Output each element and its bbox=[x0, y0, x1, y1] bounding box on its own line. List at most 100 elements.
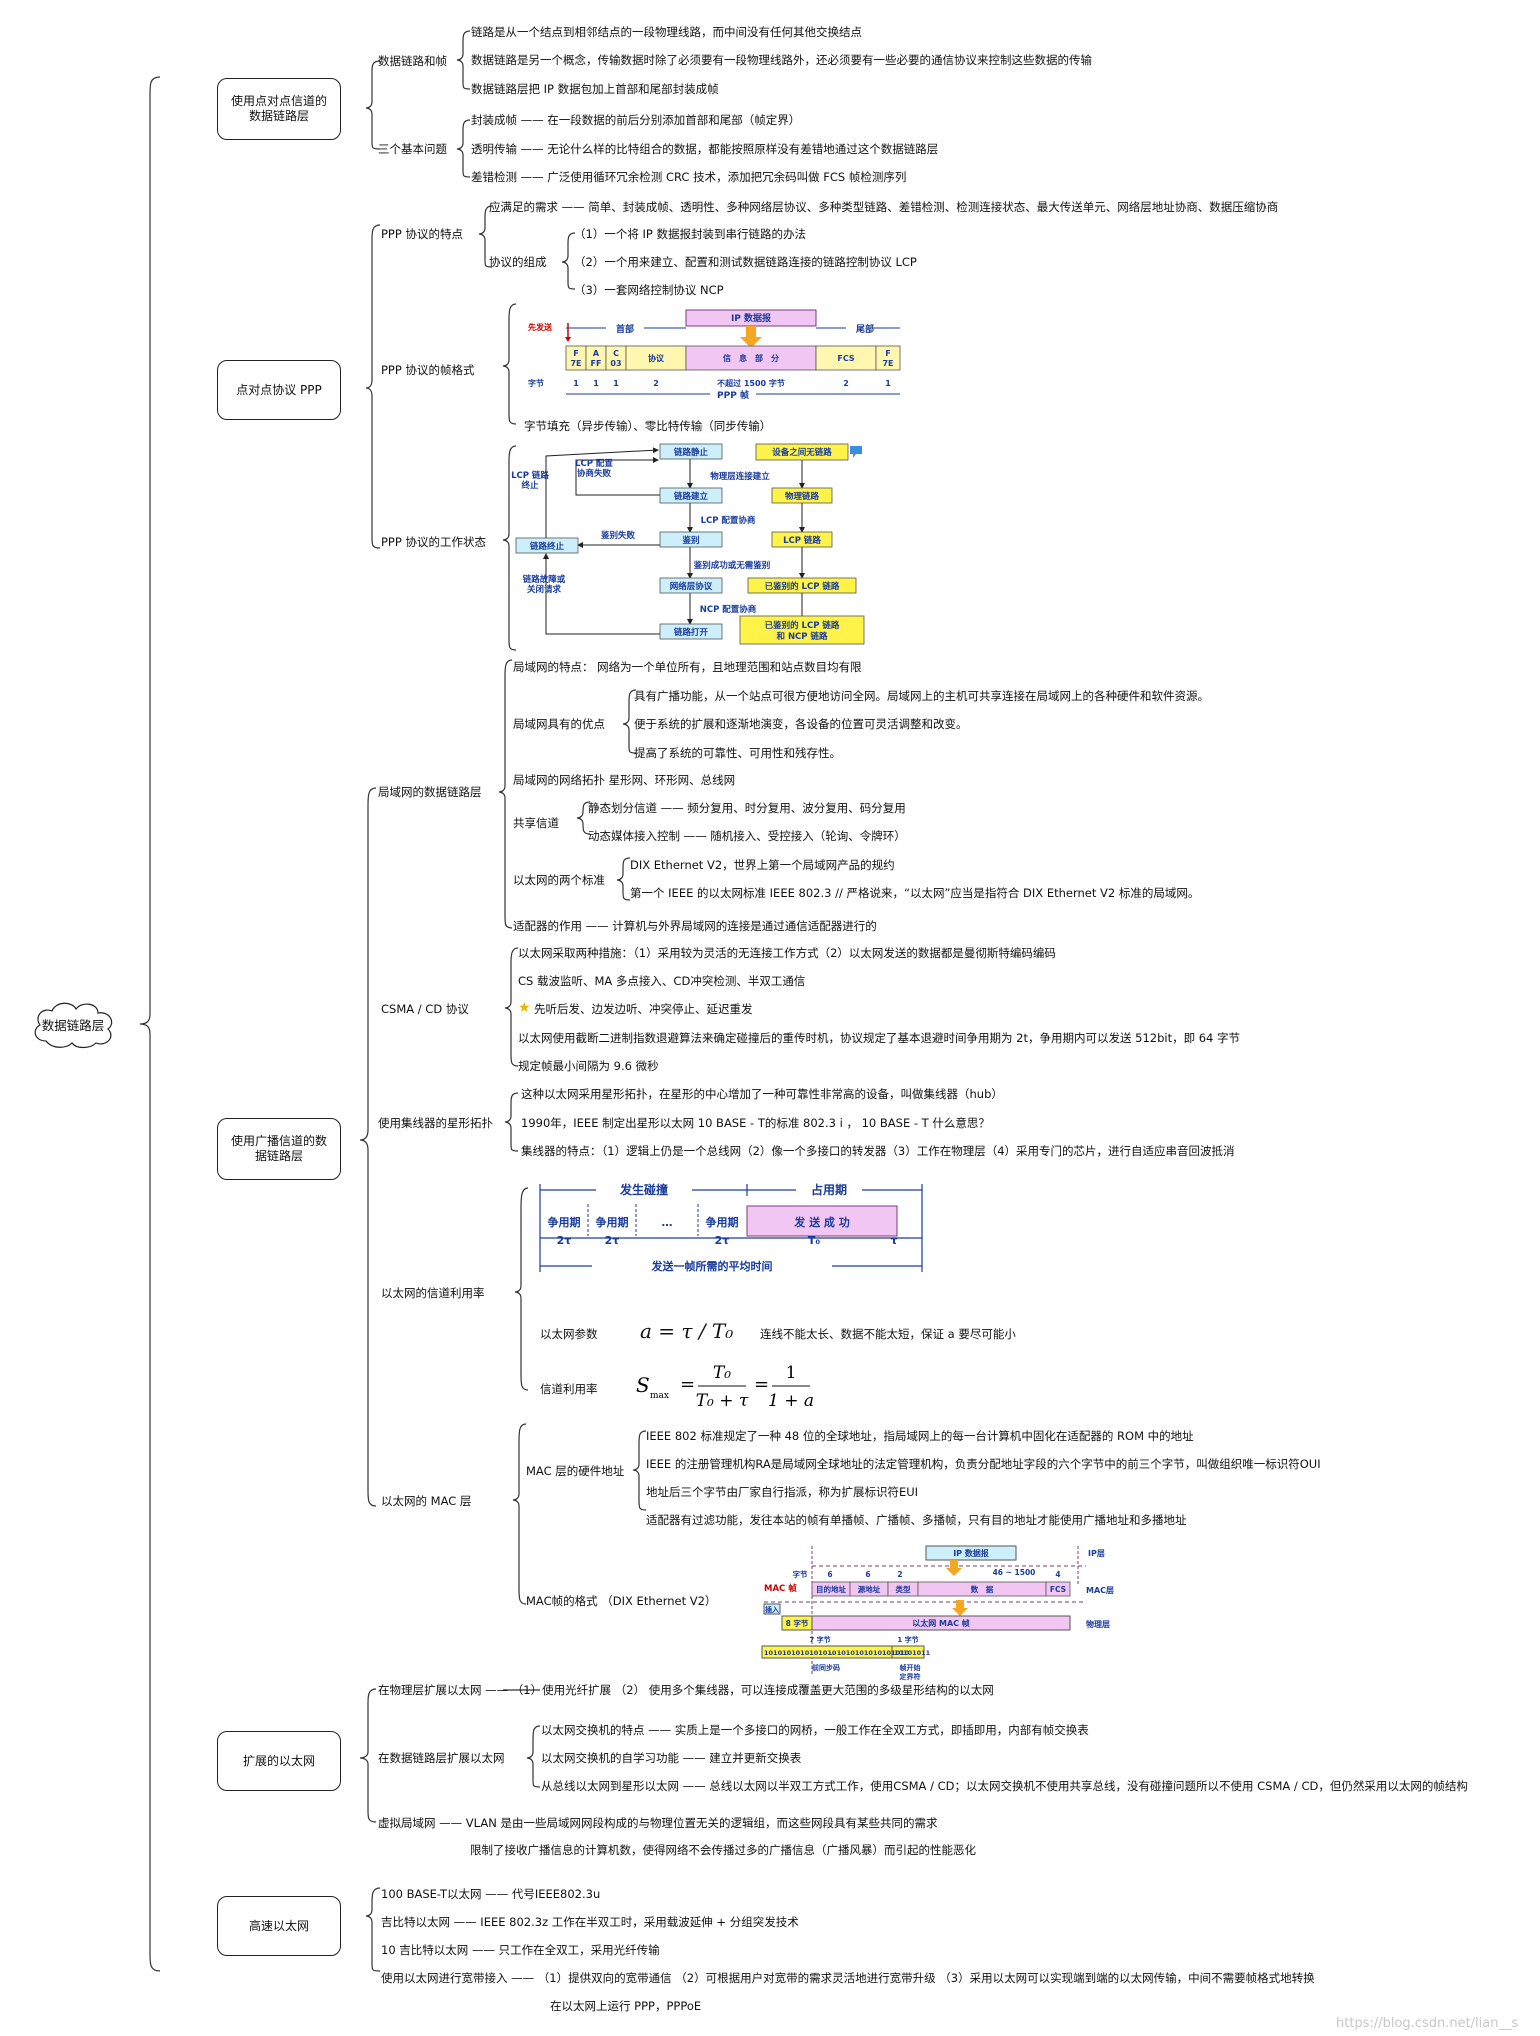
two-tau-3: 2τ bbox=[715, 1234, 730, 1247]
bytes-c: 1 bbox=[613, 379, 619, 388]
label-lcp-config: LCP 配置协商 bbox=[701, 515, 756, 526]
bits-preamble-1: 1010101010101010 bbox=[764, 1649, 837, 1657]
branch-ppp-frame-format[interactable]: PPP 协议的帧格式 bbox=[381, 363, 475, 377]
leaf-adapter: 适配器的作用 —— 计算机与外界局域网的连接是通过通信适配器进行的 bbox=[513, 919, 877, 933]
ip-datagram-label: IP 数据报 bbox=[731, 312, 771, 324]
label-ncp-config: NCP 配置协商 bbox=[700, 604, 757, 615]
branch-two-standards[interactable]: 以太网的两个标准 bbox=[513, 873, 605, 887]
section-extended-ethernet[interactable]: 扩展的以太网 bbox=[217, 1731, 341, 1791]
leaf-dynamic-access: 动态媒体接入控制 —— 随机接入、受控接入（轮询、令牌环） bbox=[588, 829, 906, 843]
leaf-csma-4: 以太网使用截断二进制指数退避算法来确定碰撞后的重传时机，协议规定了基本退避时间争… bbox=[518, 1031, 1241, 1045]
state-link-static: 链路静止 bbox=[674, 447, 709, 458]
section-title: 点对点协议 PPP bbox=[236, 382, 322, 397]
leaf-gigabit: 吉比特以太网 —— IEEE 802.3z 工作在半双工时，采用载波延伸 + 分… bbox=[381, 1915, 799, 1929]
leaf-lan-features: 局域网的特点： 网络为一个单位所有，且地理范围和站点数目均有限 bbox=[513, 660, 862, 674]
leaf-frame-encap: 数据链路层把 IP 数据包加上首部和尾部封装成帧 bbox=[471, 82, 719, 96]
leaf-hub-1: 这种以太网采用星形拓扑，在星形的中心增加了一种可靠性非常高的设备，叫做集线器（h… bbox=[521, 1087, 1003, 1101]
section-high-speed-ethernet[interactable]: 高速以太网 bbox=[217, 1896, 341, 1956]
svg-text:S: S bbox=[636, 1373, 650, 1397]
state-link-terminate: 链路终止 bbox=[530, 541, 565, 552]
leaf-adv-1: 具有广播功能，从一个站点可很方便地访问全网。局域网上的主机可共享连接在局域网上的… bbox=[634, 689, 1209, 703]
state-no-link: 设备之间无链路 bbox=[772, 447, 832, 458]
branch-mac-frame-format[interactable]: MAC帧的格式 （DIX Ethernet V2） bbox=[526, 1594, 717, 1608]
ppp-state-diagram: 链路静止 链路建立 鉴别 网络层协议 链路打开 链路终止 设备之间无链路 物理链… bbox=[511, 443, 865, 645]
leaf-broadband: 使用以太网进行宽带接入 —— （1）提供双向的宽带通信 （2）可根据用户对宽带的… bbox=[381, 1971, 1315, 1985]
leaf-adv-3: 提高了系统的可靠性、可用性和残存性。 bbox=[634, 746, 841, 760]
seven-bytes: 7 字节 bbox=[809, 1635, 830, 1644]
bytes-f2: 1 bbox=[885, 379, 891, 388]
state-lcp-link: LCP 链路 bbox=[783, 535, 821, 546]
t0-label: T₀ bbox=[808, 1234, 821, 1247]
star-icon: ★ bbox=[518, 1000, 531, 1016]
section-title: 扩展的以太网 bbox=[242, 1753, 315, 1768]
two-tau-2: 2τ bbox=[605, 1234, 620, 1247]
branch-data-link-frame[interactable]: 数据链路和帧 bbox=[378, 54, 447, 68]
leaf-link-def: 链路是从一个结点到相邻结点的一段物理线路，而中间没有任何其他交换结点 bbox=[471, 25, 862, 39]
svg-text:max: max bbox=[650, 1391, 669, 1401]
branch-csma-cd[interactable]: CSMA / CD 协议 bbox=[381, 1002, 469, 1016]
branch-lan-advantages[interactable]: 局域网具有的优点 bbox=[513, 717, 605, 731]
branch-channel-util[interactable]: 以太网的信道利用率 bbox=[381, 1286, 485, 1300]
leaf-hw-3: 地址后三个字节由厂家自行指派，称为扩展标识符EUI bbox=[646, 1485, 919, 1499]
two-tau-1: 2τ bbox=[557, 1234, 572, 1247]
contend-1: 争用期 bbox=[548, 1215, 581, 1229]
branch-hub-star[interactable]: 使用集线器的星形拓扑 bbox=[378, 1116, 493, 1130]
leaf-vlan-2: 限制了接收广播信息的计算机数，使得网络不会传播过多的广播信息（广播风暴）而引起的… bbox=[470, 1843, 976, 1857]
data-field: 数 据 bbox=[971, 1584, 994, 1594]
root-node[interactable]: 数据链路层 bbox=[28, 997, 118, 1051]
header-label: 首部 bbox=[616, 323, 634, 335]
formula-a: a = τ / T₀ bbox=[640, 1319, 734, 1343]
branch-ppp-states[interactable]: PPP 协议的工作状态 bbox=[381, 535, 486, 549]
leaf-dix: DIX Ethernet V2，世界上第一个局域网产品的规约 bbox=[630, 858, 895, 872]
leaf-hub-2: 1990年，IEEE 制定出星形以太网 10 BASE - T的标准 802.3… bbox=[521, 1116, 990, 1130]
leaf-pppoe: 在以太网上运行 PPP，PPPoE bbox=[550, 1999, 702, 2013]
bytes-a: 1 bbox=[593, 379, 599, 388]
leaf-vlan: 虚拟局域网 —— VLAN 是由一些局域网网段构成的与物理位置无关的逻辑组，而这… bbox=[378, 1816, 938, 1830]
watermark: https://blog.csdn.net/lian__s bbox=[1336, 2016, 1519, 2031]
insert-box bbox=[763, 1603, 781, 1615]
leaf-csma-3: 先听后发、边发边听、冲突停止、延迟重发 bbox=[534, 1002, 753, 1016]
svg-text:=: = bbox=[680, 1374, 695, 1395]
section-ppp[interactable]: 点对点协议 PPP bbox=[217, 360, 341, 420]
dst-addr: 目的地址 bbox=[816, 1584, 846, 1594]
bytes-proto: 2 bbox=[653, 379, 659, 388]
branch-ppp-components[interactable]: 协议的组成 bbox=[489, 255, 547, 269]
state-network-protocol: 网络层协议 bbox=[670, 581, 713, 592]
cell-info: 信 息 部 分 bbox=[723, 353, 779, 363]
len-6a: 6 bbox=[827, 1570, 832, 1579]
branch-shared-channel[interactable]: 共享信道 bbox=[513, 816, 559, 830]
leaf-csma-2: CS 载波监听、MA 多点接入、CD冲突检测、半双工通信 bbox=[518, 974, 806, 988]
label-lcp-fail: LCP 配置协商失败 bbox=[575, 458, 613, 479]
branch-mac-layer[interactable]: 以太网的 MAC 层 bbox=[381, 1494, 472, 1508]
insert-label: 插入 bbox=[765, 1605, 779, 1614]
branch-mac-hw-addr[interactable]: MAC 层的硬件地址 bbox=[526, 1464, 625, 1478]
leaf-eth-param-label: 以太网参数 bbox=[540, 1327, 598, 1341]
leaf-eth-param-note: 连线不能太长、数据不能太短，保证 a 要尽可能小 bbox=[760, 1327, 1016, 1341]
section-ptp-channel[interactable]: 使用点对点信道的数据链路层 bbox=[217, 78, 341, 140]
leaf-100base: 100 BASE-T以太网 —— 代号IEEE802.3u bbox=[381, 1887, 601, 1901]
svg-text:1 + a: 1 + a bbox=[768, 1391, 814, 1411]
leaf-phys-extend: 在物理层扩展以太网 —— （1）使用光纤扩展 （2） 使用多个集线器，可以连接成… bbox=[378, 1683, 994, 1697]
leaf-hw-2: IEEE 的注册管理机构RA是局域网全球地址的法定管理机构，负责分配地址字段的六… bbox=[646, 1457, 1321, 1471]
len-6b: 6 bbox=[865, 1570, 870, 1579]
branch-three-problems[interactable]: 三个基本问题 bbox=[378, 142, 447, 156]
leaf-ieee8023: 第一个 IEEE 的以太网标准 IEEE 802.3 // 严格说来，“以太网”… bbox=[630, 886, 1200, 900]
branch-dl-extend[interactable]: 在数据链路层扩展以太网 bbox=[378, 1751, 505, 1765]
first-sent-label: 先发送 bbox=[528, 322, 553, 332]
cloud-shape bbox=[34, 1002, 113, 1049]
bytes-label: 字节 bbox=[528, 378, 544, 388]
leaf-10g: 10 吉比特以太网 —— 只工作在全双工，采用光纤传输 bbox=[381, 1943, 660, 1957]
fcs-field: FCS bbox=[1050, 1585, 1066, 1594]
type-field: 类型 bbox=[896, 1584, 911, 1594]
branch-lan-dl[interactable]: 局域网的数据链路层 bbox=[378, 785, 482, 799]
branch-ppp-features[interactable]: PPP 协议的特点 bbox=[381, 227, 463, 241]
section-broadcast-channel[interactable]: 使用广播信道的数据链路层 bbox=[217, 1118, 341, 1180]
mac-frame-label: MAC 帧 bbox=[764, 1583, 797, 1594]
ip-datagram: IP 数据报 bbox=[953, 1548, 989, 1558]
label-link-fault: 链路故障或关闭请求 bbox=[523, 574, 566, 595]
leaf-static-div: 静态划分信道 —— 频分复用、时分复用、波分复用、码分复用 bbox=[588, 801, 906, 815]
